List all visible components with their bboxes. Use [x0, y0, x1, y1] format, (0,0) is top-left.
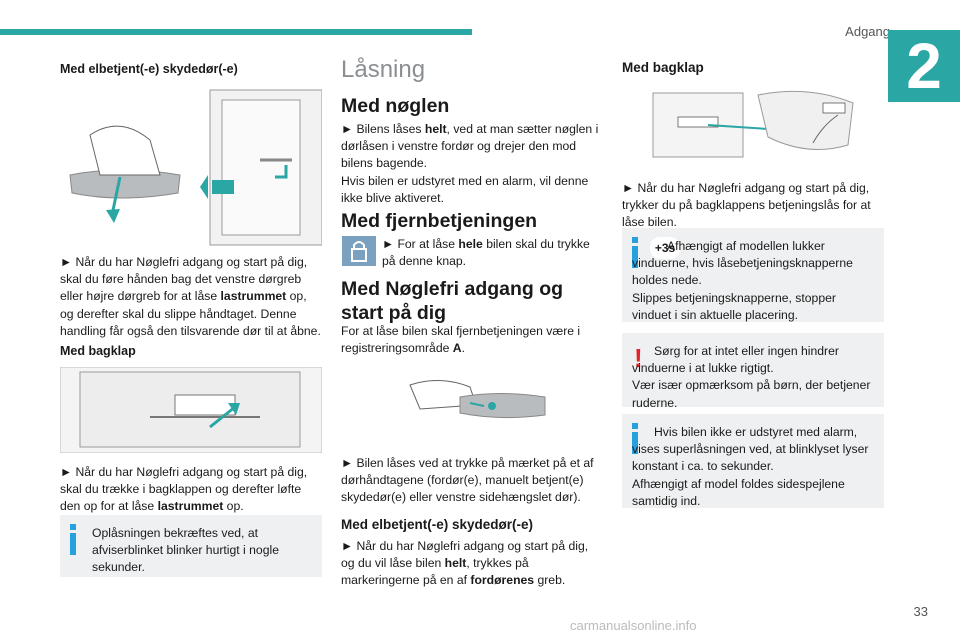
text-run: Afhængigt af model foldes sidespejlene s… [632, 476, 845, 508]
text-run: . [461, 341, 465, 356]
callout-text: Oplåsningen bekræftes ved, at afviserbli… [92, 526, 279, 575]
text-run-bold: helt [444, 556, 467, 571]
watermark: carmanualsonline.info [570, 618, 697, 633]
info-icon [68, 524, 78, 564]
info-callout-windows-close: +3s Afhængigt af modellen lukker vinduer… [622, 228, 884, 322]
heading-sliding-door-lock: Med elbetjent(-e) skydedør(-e) [341, 517, 534, 532]
callout-text: Afhængigt af modellen lukker vinduerne, … [632, 238, 874, 324]
text-run-bold: lastrummet [220, 289, 287, 304]
info-callout-superlocking: Hvis bilen ikke er udstyret med alarm, v… [622, 414, 884, 508]
text-run: Slippes betjeningsknapperne, stopper vin… [632, 290, 836, 322]
text-run: For at låse bilen skal fjernbetjeningen … [341, 324, 581, 356]
text-run-bold: fordørenes [470, 573, 535, 588]
warning-callout-obstruction: ! Sørg for at intet eller ingen hindrer … [622, 333, 884, 410]
text-run: greb. [534, 573, 566, 588]
text-run: ► Når du har Nøglefri adgang og start på… [341, 539, 589, 571]
hold-3-seconds-icon: +3s [650, 237, 680, 259]
text-run-bold: hele [458, 237, 483, 251]
text-run: , trykkes på markeringerne på en af [341, 556, 529, 588]
paragraph-sliding-door-lock: ► Når du har Nøglefri adgang og start på… [341, 538, 599, 590]
text-run: Hvis bilen ikke er udstyret med alarm, v… [632, 425, 869, 474]
paragraph-tailgate-lock: ► Når du har Nøglefri adgang og start på… [622, 181, 871, 230]
text-run-bold: helt [424, 122, 447, 136]
paragraph-tailgate-unlock: ► Når du har Nøglefri adgang og start på… [60, 464, 322, 516]
callout-text: Hvis bilen ikke er udstyret med alarm, v… [632, 424, 874, 510]
paragraph-remote: ► For at låse hele bilen skal du trykke … [382, 236, 600, 270]
text-run: Afhængigt af modellen lukker vinduerne, … [632, 239, 853, 288]
header-accent-bar [0, 29, 472, 35]
paragraph-keyless: For at låse bilen skal fjernbetjeningen … [341, 323, 599, 357]
text-run: ► Bilens låses [341, 122, 425, 136]
illustration-sliding-door-handle [60, 85, 322, 247]
lock-button-icon [342, 236, 376, 266]
callout-text: Sørg for at intet eller ingen hindrer vi… [632, 343, 874, 412]
warning-icon: ! [634, 343, 643, 373]
text-run-bold: lastrummet [157, 499, 224, 514]
text-run: ► Når du har Nøglefri adgang og start på… [60, 255, 308, 304]
text-run: bilen skal du trykke på denne knap. [382, 237, 590, 269]
heading-tailgate-unlock: Med bagklap [60, 344, 136, 358]
illustration-tailgate-lock [648, 85, 858, 160]
heading-sliding-door-unlock: Med elbetjent(-e) skydedør(-e) [60, 62, 238, 76]
illustration-tailgate [60, 367, 322, 453]
text-run: Vær især opmærksom på børn, der betjener… [632, 378, 871, 410]
paragraph-with-key: ► Bilens låses helt, ved at man sætter n… [341, 121, 599, 207]
paragraph-handle-lock: ► Bilen låses ved at trykke på mærket på… [341, 456, 594, 505]
section-title: Adgang [845, 24, 890, 39]
text-run: op, og derefter skal du slippe håndtaget… [60, 289, 321, 338]
paragraph-sliding-door-unlock: ► Når du har Nøglefri adgang og start på… [60, 254, 322, 340]
heading-remote: Med fjernbetjeningen [341, 210, 538, 232]
text-run: Sørg for at intet eller ingen hindrer vi… [632, 344, 839, 376]
section-title-locking: Låsning [341, 56, 426, 83]
text-run: ► For at låse [382, 237, 459, 251]
text-run: Hvis bilen er udstyret med en alarm, vil… [341, 173, 589, 205]
chapter-number: 2 [888, 30, 960, 102]
text-run: , ved at man sætter nøglen i dørlåsen i … [341, 122, 599, 171]
info-icon [630, 237, 640, 277]
heading-keyless: Med Nøglefri adgang og start på dig [341, 278, 564, 324]
zone-label: A [452, 341, 462, 356]
heading-with-key: Med nøglen [341, 95, 450, 117]
page-number: 33 [913, 604, 928, 619]
illustration-door-handle-lock [400, 375, 550, 425]
info-callout-unlock-confirmation: Oplåsningen bekræftes ved, at afviserbli… [60, 515, 322, 577]
text-run: op. [223, 499, 244, 514]
heading-tailgate-lock: Med bagklap [622, 60, 704, 75]
info-icon [630, 423, 640, 463]
text-run: ► Når du har Nøglefri adgang og start på… [60, 465, 308, 514]
